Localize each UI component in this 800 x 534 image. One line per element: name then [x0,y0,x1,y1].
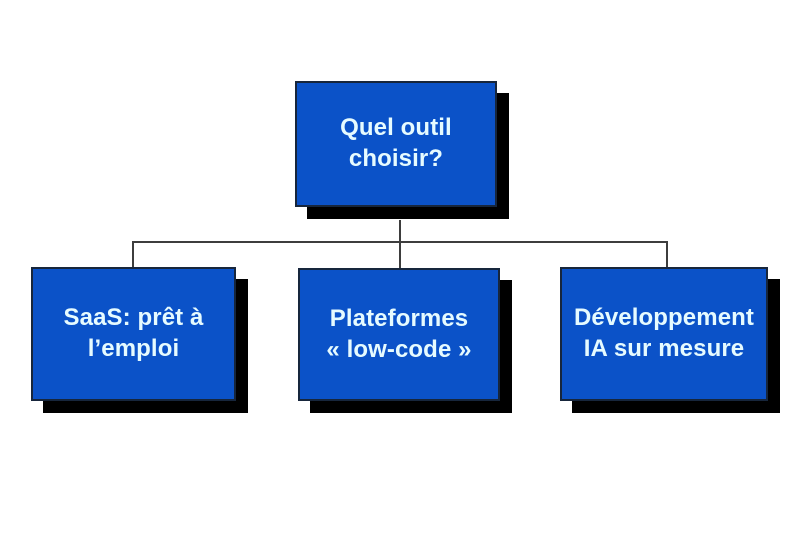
connector-drop-lowcode [399,241,401,269]
node-lowcode-face[interactable]: Plateformes « low-code » [298,268,500,401]
node-root-label: Quel outil choisir? [340,114,452,172]
connector-drop-custom-ai [666,241,668,268]
node-custom-ai-label: Développement IA sur mesure [573,304,754,362]
node-lowcode[interactable]: Plateformes « low-code » [298,268,512,413]
node-root-face[interactable]: Quel outil choisir? [295,81,497,207]
node-saas-face[interactable]: SaaS: prêt à l’emploi [31,267,236,401]
connector-drop-saas [132,241,134,268]
node-root[interactable]: Quel outil choisir? [295,81,509,219]
node-custom-ai-face[interactable]: Développement IA sur mesure [560,267,768,401]
node-saas[interactable]: SaaS: prêt à l’emploi [31,267,248,413]
node-lowcode-label: Plateformes « low-code » [326,304,472,363]
node-custom-ai[interactable]: Développement IA sur mesure [560,267,780,413]
node-saas-label: SaaS: prêt à l’emploi [63,304,204,362]
connector-root-stem [399,220,401,242]
